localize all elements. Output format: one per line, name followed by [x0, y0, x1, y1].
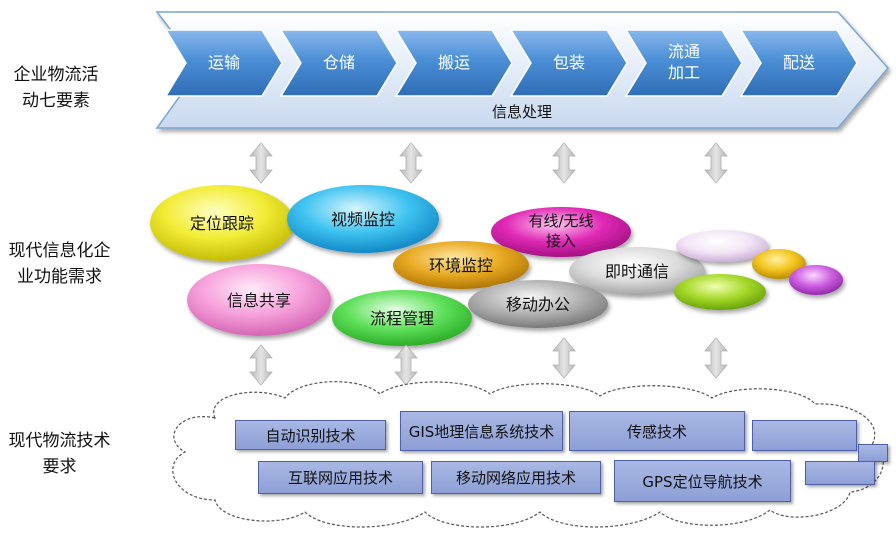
svg-text:包装: 包装 [553, 53, 585, 72]
bubble-tracking: 定位跟踪 [150, 185, 294, 261]
tech-auto-identification: 自动识别技术 [235, 420, 386, 450]
row-label-tech-requirements: 现代物流技术 要求 [8, 431, 111, 477]
chevron-transport: 运输 [164, 29, 283, 97]
double-arrow-icon [249, 344, 273, 386]
bubble-environment: 环境监控 [393, 241, 529, 289]
tech-box-blank-3 [805, 461, 875, 485]
svg-text:视频监控: 视频监控 [331, 210, 395, 229]
svg-text:搬运: 搬运 [438, 53, 470, 72]
chevron-delivery: 配送 [739, 29, 858, 97]
tech-box-blank-2 [858, 444, 888, 462]
double-arrow-icon [249, 142, 273, 184]
svg-text:运输: 运输 [208, 53, 240, 72]
bubble-workflow: 流程管理 [332, 290, 472, 346]
tech-mobile-network: 移动网络应用技术 [431, 461, 601, 494]
tech-sensing: 传感技术 [569, 411, 745, 451]
tech-gps: GPS定位导航技术 [614, 460, 791, 502]
bubble-blank-lime [674, 274, 766, 310]
svg-text:仓储: 仓储 [323, 53, 355, 72]
svg-text:移动办公: 移动办公 [506, 295, 570, 314]
bubble-mobile-office: 移动办公 [468, 280, 608, 328]
tech-box-blank-1 [752, 420, 857, 451]
double-arrow-icon [552, 142, 576, 184]
svg-text:加工: 加工 [668, 63, 700, 82]
svg-text:流通: 流通 [668, 42, 700, 61]
svg-text:有线/无线: 有线/无线 [528, 212, 593, 230]
double-arrow-icon [552, 337, 576, 379]
bubble-blank-lavender [676, 230, 768, 262]
bubble-video: 视频监控 [287, 185, 439, 253]
chevron-packaging: 包装 [509, 29, 628, 97]
chevron-warehousing: 仓储 [279, 29, 398, 97]
bubble-wireless: 有线/无线 接入 [491, 207, 631, 257]
bubble-sharing: 信息共享 [187, 264, 331, 336]
double-arrow-icon [399, 142, 423, 184]
process-band: 运输 仓储 搬运 包装 流通 加工 配送 信息处理 [155, 11, 889, 129]
function-bubbles: 定位跟踪 视频监控 有线/无线 接入 环境监控 即时通信 信息共享 流程管理 [150, 185, 843, 346]
bubble-blank-gold [752, 249, 806, 279]
double-arrow-icon [704, 142, 728, 184]
row-label-logistics-elements: 企业物流活 动七要素 [13, 65, 99, 111]
svg-text:环境监控: 环境监控 [429, 256, 493, 275]
double-arrow-icon [394, 344, 418, 386]
tech-cloud [172, 381, 884, 528]
lower-link-arrows [249, 337, 728, 386]
upper-link-arrows [249, 142, 728, 184]
svg-text:接入: 接入 [546, 232, 576, 250]
svg-text:定位跟踪: 定位跟踪 [190, 214, 254, 233]
chevron-processing: 流通 加工 [624, 29, 743, 97]
info-processing-label: 信息处理 [492, 103, 552, 121]
tech-internet: 互联网应用技术 [258, 461, 423, 494]
svg-text:信息共享: 信息共享 [227, 291, 291, 310]
row-label-enterprise-needs: 现代信息化企 业功能需求 [8, 241, 111, 287]
bubble-blank-violet [789, 265, 843, 295]
svg-text:流程管理: 流程管理 [370, 309, 434, 328]
svg-text:即时通信: 即时通信 [605, 262, 669, 281]
bubble-messaging: 即时通信 [569, 247, 705, 295]
chevron-handling: 搬运 [394, 29, 513, 97]
double-arrow-icon [704, 337, 728, 379]
tech-gis: GIS地理信息系统技术 [400, 411, 563, 451]
svg-text:配送: 配送 [783, 53, 815, 72]
